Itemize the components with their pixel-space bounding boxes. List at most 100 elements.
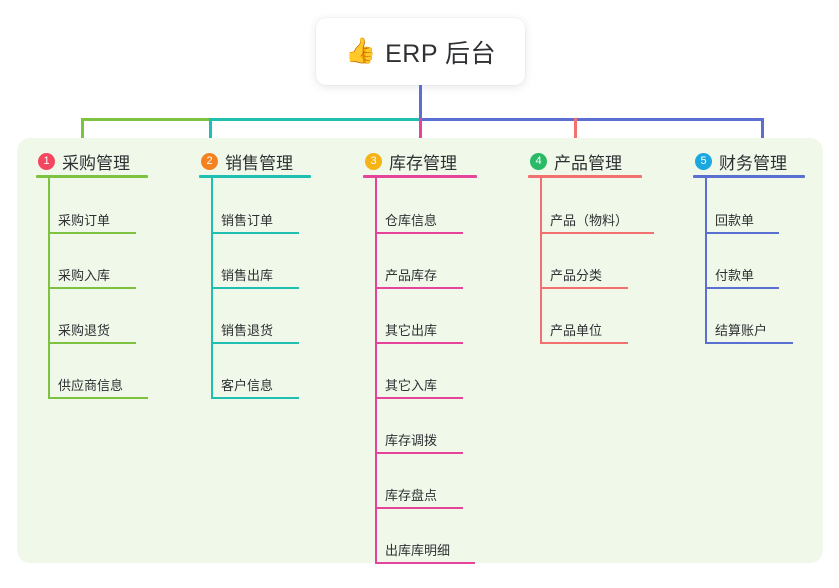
branch-header-underline (363, 175, 477, 178)
branch-item-label: 销售出库 (221, 268, 274, 283)
branch-item-underline (375, 452, 463, 454)
branch-header-2[interactable]: 2 销售管理 (199, 146, 293, 176)
branch-item[interactable]: 产品库存 (363, 265, 465, 289)
branch-item-label: 产品单位 (550, 323, 603, 338)
branch-item-underline (211, 342, 299, 344)
branch-item-underline (375, 232, 463, 234)
branch-item-label: 采购退货 (58, 323, 111, 338)
branch-header-underline (528, 175, 642, 178)
branch-item[interactable]: 其它出库 (363, 320, 465, 344)
branch-item-underline (540, 232, 654, 234)
branch-item[interactable]: 销售出库 (199, 265, 301, 289)
drop-finance (761, 118, 764, 147)
branch-spine (540, 178, 542, 342)
branch-item-underline (48, 397, 148, 399)
branch-header-underline (199, 175, 311, 178)
branch-item-label: 仓库信息 (385, 213, 438, 228)
drop-product (574, 118, 577, 147)
branch-column: 1 采购管理采购订单采购入库采购退货供应商信息 (36, 138, 188, 563)
branch-item[interactable]: 其它入库 (363, 375, 465, 399)
branch-item-underline (48, 342, 136, 344)
branch-item[interactable]: 产品分类 (528, 265, 630, 289)
branch-item[interactable]: 产品单位 (528, 320, 630, 344)
branch-item-underline (375, 562, 475, 564)
branch-item[interactable]: 库存调拨 (363, 430, 465, 454)
branch-title: 销售管理 (225, 153, 293, 173)
branch-number-badge: 3 (365, 152, 382, 170)
branch-item-underline (705, 232, 779, 234)
thumbs-up-icon: 👍 (344, 37, 377, 65)
branch-item-label: 销售订单 (221, 213, 274, 228)
branch-item-underline (705, 287, 779, 289)
branch-spine (375, 178, 377, 562)
branch-title: 产品管理 (554, 153, 622, 173)
branch-title: 财务管理 (719, 153, 787, 173)
branch-item-label: 产品库存 (385, 268, 438, 283)
branch-item-underline (375, 287, 463, 289)
branch-title: 库存管理 (389, 153, 457, 173)
branch-item-label: 供应商信息 (58, 378, 124, 393)
branch-item[interactable]: 销售订单 (199, 210, 301, 234)
branch-item-label: 其它出库 (385, 323, 438, 338)
branch-item-underline (540, 342, 628, 344)
branch-item-label: 销售退货 (221, 323, 274, 338)
branch-item[interactable]: 库存盘点 (363, 485, 465, 509)
branch-item[interactable]: 结算账户 (693, 320, 795, 344)
segment-teal (209, 118, 419, 121)
branch-item-underline (375, 342, 463, 344)
branch-item[interactable]: 供应商信息 (36, 375, 150, 399)
branch-item-label: 其它入库 (385, 378, 438, 393)
branch-item-label: 库存调拨 (385, 433, 438, 448)
branch-item-underline (211, 397, 299, 399)
branch-item-label: 产品分类 (550, 268, 603, 283)
branch-column: 2 销售管理销售订单销售出库销售退货客户信息 (199, 138, 351, 563)
branch-item[interactable]: 产品（物料） (528, 210, 656, 234)
branch-item[interactable]: 采购入库 (36, 265, 138, 289)
drop-inventory (419, 118, 422, 147)
branch-item-underline (375, 397, 463, 399)
branch-item[interactable]: 付款单 (693, 265, 781, 289)
drop-sales (209, 118, 212, 147)
branch-item-label: 出库库明细 (385, 543, 451, 558)
branch-item-label: 采购入库 (58, 268, 111, 283)
branch-number-badge: 2 (201, 152, 218, 170)
branch-item[interactable]: 销售退货 (199, 320, 301, 344)
branch-item-label: 付款单 (715, 268, 755, 283)
branch-item-label: 结算账户 (715, 323, 768, 338)
segment-green (81, 118, 209, 121)
branch-item[interactable]: 客户信息 (199, 375, 301, 399)
root-node-content: 👍 ERP 后台 (345, 34, 496, 70)
branch-item-underline (48, 287, 136, 289)
root-node[interactable]: 👍 ERP 后台 (316, 18, 525, 85)
branch-item[interactable]: 采购退货 (36, 320, 138, 344)
branch-item-underline (211, 232, 299, 234)
branch-header-1[interactable]: 1 采购管理 (36, 146, 130, 176)
branch-header-underline (693, 175, 805, 178)
branch-item-underline (375, 507, 463, 509)
branch-item[interactable]: 出库库明细 (363, 540, 477, 564)
branch-item-label: 产品（物料） (550, 213, 629, 228)
branch-column: 5 财务管理回款单付款单结算账户 (693, 138, 839, 563)
branch-item-underline (705, 342, 793, 344)
drop-purchasing (81, 118, 84, 147)
branch-item-underline (540, 287, 628, 289)
branch-number-badge: 1 (38, 152, 55, 170)
branch-item-label: 客户信息 (221, 378, 274, 393)
branch-item[interactable]: 回款单 (693, 210, 781, 234)
branch-column: 3 库存管理仓库信息产品库存其它出库其它入库库存调拨库存盘点出库库明细 (363, 138, 517, 564)
branch-item[interactable]: 仓库信息 (363, 210, 465, 234)
branch-number-badge: 5 (695, 152, 712, 170)
branch-header-underline (36, 175, 148, 178)
branch-header-5[interactable]: 5 财务管理 (693, 146, 787, 176)
branch-spine (705, 178, 707, 342)
branch-title: 采购管理 (62, 153, 130, 173)
root-connector-drop (419, 85, 422, 118)
segment-blue (419, 118, 761, 121)
branch-item-label: 回款单 (715, 213, 755, 228)
branch-item[interactable]: 采购订单 (36, 210, 138, 234)
branch-item-underline (48, 232, 136, 234)
branch-item-label: 采购订单 (58, 213, 111, 228)
branch-header-3[interactable]: 3 库存管理 (363, 146, 457, 176)
